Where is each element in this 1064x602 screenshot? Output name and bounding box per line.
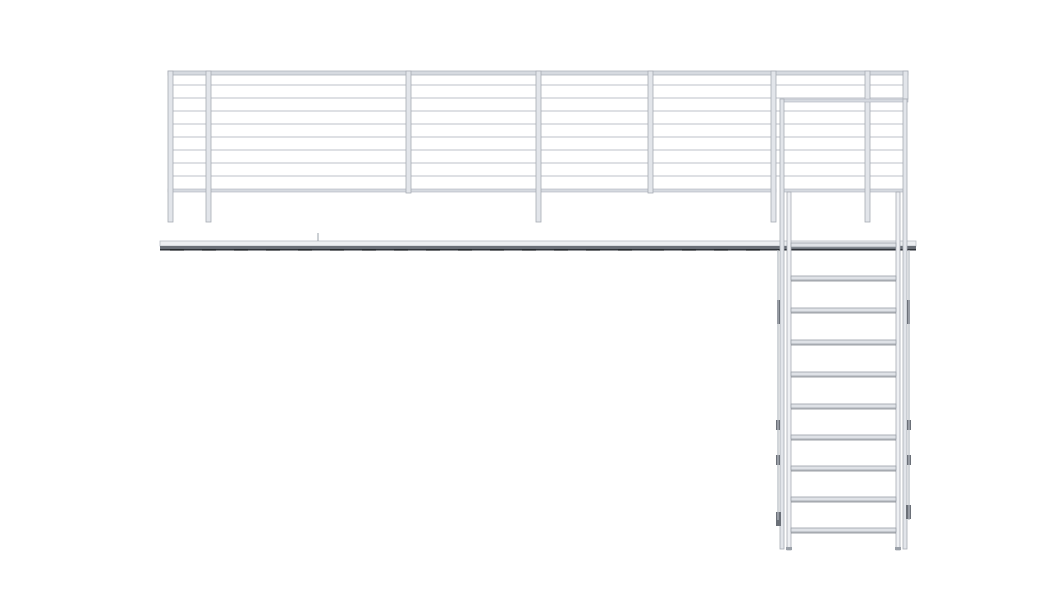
tread (790, 496, 897, 502)
deck-edge (160, 246, 916, 249)
tread (790, 242, 897, 248)
treads (790, 242, 897, 533)
post (864, 70, 871, 223)
stair-handrail-left (779, 98, 785, 550)
stair-handrail-right (902, 98, 908, 550)
tread (790, 339, 897, 345)
stair-hardware (776, 300, 911, 526)
tread-shadows (791, 247, 896, 534)
stair-rail-top (779, 98, 909, 103)
tread (790, 434, 897, 440)
post (405, 70, 412, 194)
stair (776, 98, 911, 551)
foot (786, 547, 792, 550)
stair-feet (786, 547, 901, 550)
post (535, 70, 542, 223)
tread (790, 465, 897, 471)
bottom-rail-stair-side (783, 188, 907, 193)
posts (167, 70, 909, 223)
tread (790, 527, 897, 533)
foot (895, 547, 901, 550)
guardrail (167, 70, 909, 223)
stringer-left (786, 191, 792, 551)
stringer-right (895, 191, 901, 551)
post (167, 70, 174, 223)
tread (790, 371, 897, 377)
tread (790, 307, 897, 313)
post (770, 70, 777, 223)
platform-deck (159, 233, 917, 251)
tread (790, 275, 897, 281)
post (647, 70, 654, 194)
tread (790, 403, 897, 409)
post (902, 70, 909, 100)
deck-underside (160, 249, 916, 251)
bottom-rail (167, 188, 777, 193)
stair-side-frame (777, 250, 910, 520)
post (205, 70, 212, 223)
